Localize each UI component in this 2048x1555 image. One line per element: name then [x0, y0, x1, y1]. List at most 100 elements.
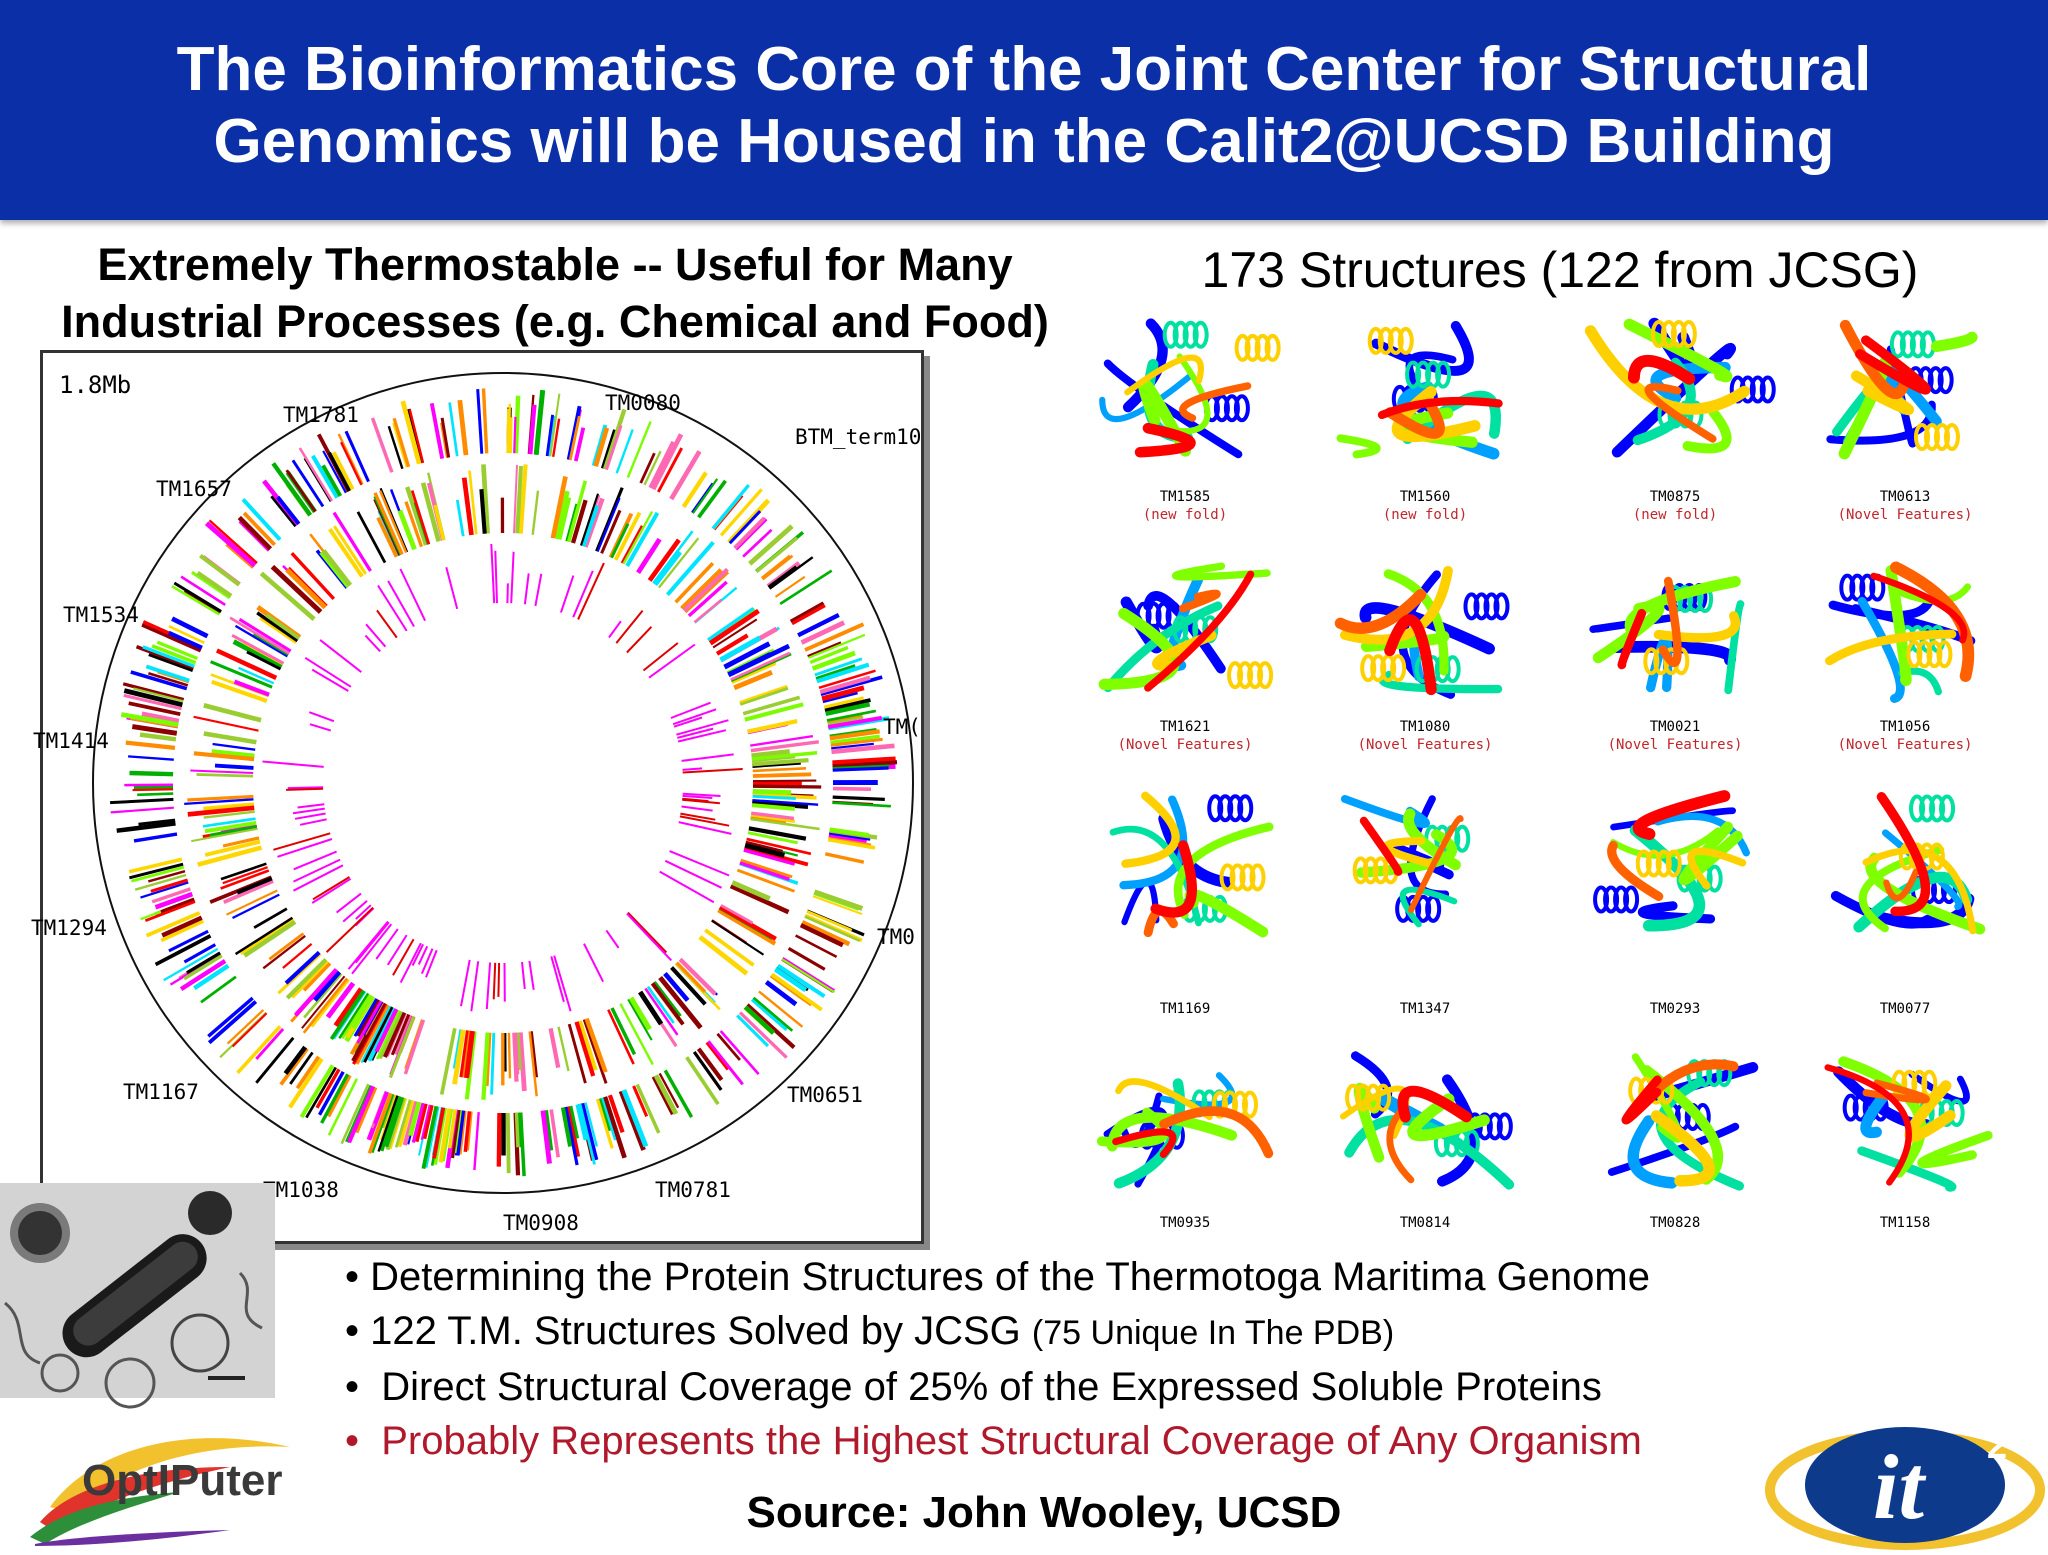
genome-gene-mark	[753, 768, 806, 771]
structure-id: TM0828	[1650, 1215, 1701, 1231]
genome-gene-mark	[432, 403, 442, 458]
structure-note: (new fold)	[1070, 506, 1300, 524]
ribbon-diagram	[1310, 300, 1540, 480]
genome-gene-mark	[509, 1033, 510, 1078]
genome-gene-mark	[671, 703, 711, 718]
title-line-2: Genomics will be Housed in the Calit2@UC…	[0, 106, 2048, 178]
structure-id: TM0021	[1650, 719, 1701, 735]
genome-gene-mark	[535, 574, 541, 606]
genome-gene-mark	[349, 922, 389, 970]
calit2-logo: it 2	[1755, 1400, 2045, 1550]
structure-note: (new fold)	[1560, 506, 1790, 524]
genome-gene-mark	[551, 1028, 559, 1067]
genome-gene-mark	[833, 789, 871, 790]
bullet-1: • Determining the Protein Structures of …	[345, 1250, 1845, 1304]
bacterium-micrograph	[0, 1183, 275, 1398]
structure-id: TM1056	[1880, 719, 1931, 735]
protein-structure-tm0814	[1310, 1030, 1540, 1210]
ribbon-diagram	[1560, 545, 1790, 725]
genome-gene-mark	[394, 418, 409, 467]
genome-gene-mark	[609, 621, 621, 637]
genome-gene-mark	[498, 963, 499, 997]
genome-gene-mark	[491, 544, 494, 603]
genome-gene-mark	[533, 491, 538, 535]
left-heading-line-1: Extremely Thermostable -- Useful for Man…	[30, 236, 1080, 293]
genome-gene-mark	[461, 960, 470, 1006]
structure-note: (Novel Features)	[1790, 736, 2020, 754]
genome-gene-mark	[213, 744, 256, 750]
ribbon-diagram	[1560, 300, 1790, 480]
genome-gene-mark	[204, 705, 261, 720]
gene-label-tm1167: TM1167	[123, 1080, 199, 1104]
genome-gene-mark	[495, 551, 497, 603]
structure-id: TM0875	[1650, 489, 1701, 505]
genome-gene-mark	[271, 496, 295, 526]
structure-id: TM1169	[1160, 1001, 1211, 1017]
gene-label-tm1294: TM1294	[31, 916, 107, 940]
genome-gene-mark	[334, 526, 365, 574]
protein-structure-tm1158	[1790, 1030, 2020, 1210]
genome-gene-mark	[305, 658, 351, 687]
genome-gene-mark	[278, 497, 299, 524]
genome-gene-mark	[685, 572, 728, 612]
genome-gene-mark	[426, 950, 437, 977]
genome-gene-mark	[110, 799, 173, 802]
genome-gene-mark	[720, 907, 776, 939]
genome-gene-mark	[126, 743, 175, 748]
ribbon-diagram	[1070, 775, 1300, 955]
genome-gene-mark	[695, 600, 722, 623]
ribbon-diagram	[1310, 1030, 1540, 1210]
genome-gene-mark	[529, 961, 533, 990]
genome-gene-mark	[320, 640, 361, 672]
bullet-2: • 122 T.M. Structures Solved by JCSG (75…	[345, 1304, 1845, 1360]
protein-structure-tm1585	[1070, 300, 1300, 480]
genome-gene-mark	[682, 807, 713, 811]
structure-note: (Novel Features)	[1310, 736, 1540, 754]
genome-gene-mark	[561, 576, 574, 613]
protein-structure-tm1056	[1790, 545, 2020, 725]
genome-gene-mark	[487, 963, 490, 1010]
structure-label: TM1621(Novel Features)	[1070, 718, 1300, 754]
structure-id: TM0935	[1160, 1215, 1211, 1231]
structure-id: TM0293	[1650, 1001, 1701, 1017]
structure-id: TM1347	[1400, 1001, 1451, 1017]
genome-gene-mark	[457, 500, 463, 536]
slide-title: The Bioinformatics Core of the Joint Cen…	[0, 34, 2048, 178]
genome-gene-mark	[654, 1077, 673, 1115]
structure-label: TM0293	[1560, 1000, 1790, 1018]
genome-gene-mark	[133, 789, 174, 790]
structure-label: TM0814	[1310, 1214, 1540, 1232]
structure-note: (Novel Features)	[1560, 736, 1790, 754]
protein-structure-tm0875	[1560, 300, 1790, 480]
ribbon-diagram	[1310, 775, 1540, 955]
genome-gene-mark	[748, 721, 798, 732]
bullet-2-text: 122 T.M. Structures Solved by JCSG	[370, 1309, 1021, 1353]
genome-gene-mark	[401, 943, 421, 982]
genome-gene-mark	[606, 930, 618, 948]
genome-gene-mark	[312, 879, 350, 903]
genome-gene-mark	[508, 1113, 509, 1173]
genome-gene-mark	[525, 573, 529, 604]
genome-gene-mark	[514, 417, 515, 453]
structure-label: TM0613(Novel Features)	[1790, 488, 2020, 524]
structure-label: TM0828	[1560, 1214, 1790, 1232]
protein-structure-tm1560	[1310, 300, 1540, 480]
genome-gene-mark	[137, 794, 173, 795]
genome-gene-mark	[478, 389, 482, 454]
genome-gene-mark	[753, 791, 791, 792]
protein-structure-tm0077	[1790, 775, 2020, 955]
genome-gene-mark	[132, 727, 177, 734]
genome-gene-mark	[321, 552, 348, 586]
genome-gene-mark	[140, 735, 176, 740]
protein-structure-tm0613	[1790, 300, 2020, 480]
structure-id: TM1585	[1160, 489, 1211, 505]
gene-label-tm1657: TM1657	[156, 477, 232, 501]
genome-gene-mark	[204, 734, 257, 743]
ribbon-diagram	[1560, 1030, 1790, 1210]
genome-gene-mark	[608, 1010, 633, 1064]
structure-id: TM1158	[1880, 1215, 1931, 1231]
protein-structure-tm0935	[1070, 1030, 1300, 1210]
genome-gene-mark	[400, 569, 425, 621]
protein-structure-tm0293	[1560, 775, 1790, 955]
genome-gene-mark	[731, 886, 789, 912]
